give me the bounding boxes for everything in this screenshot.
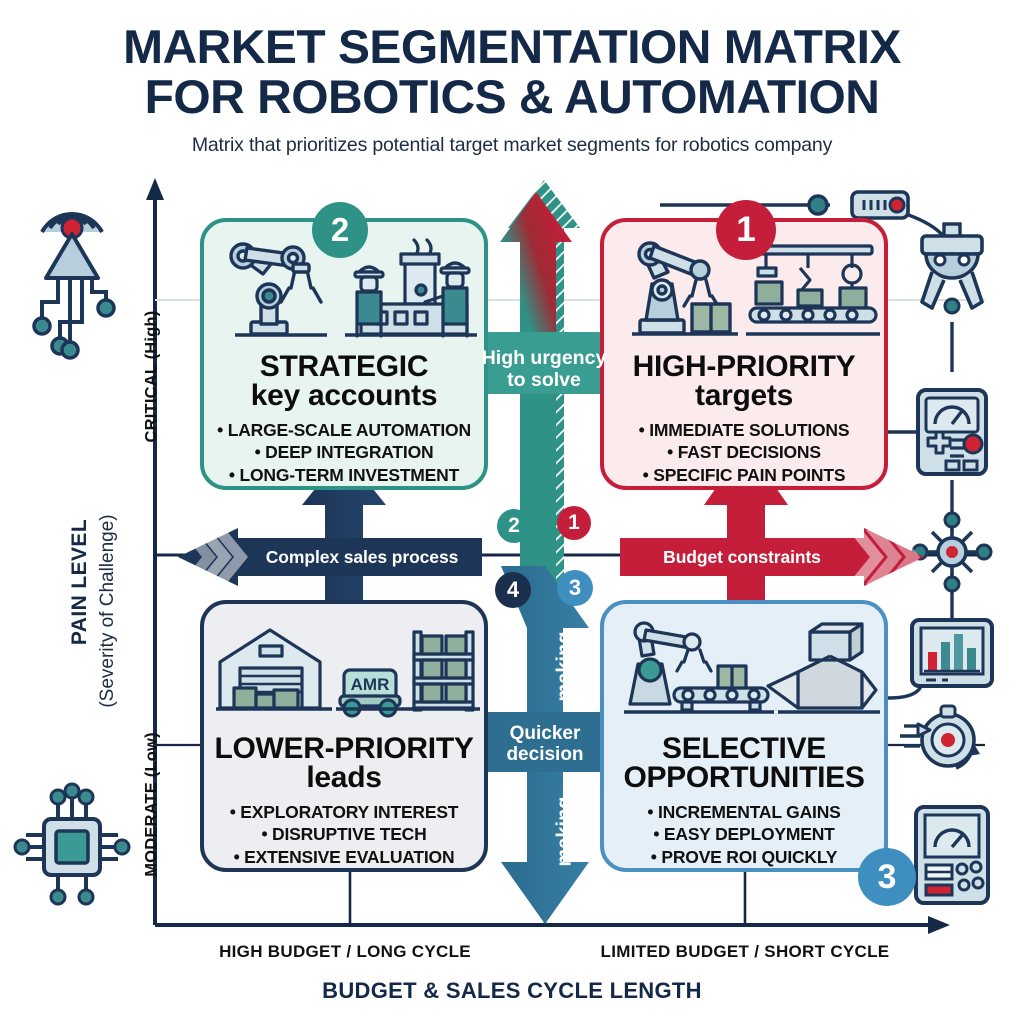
quadrant-title-line1: LOWER-PRIORITY bbox=[214, 732, 474, 766]
quadrant-icons-bottom-left: AMR bbox=[204, 614, 484, 728]
x-axis-title: BUDGET & SALES CYCLE LENGTH bbox=[322, 978, 702, 1003]
center-badge-2: 2 bbox=[497, 509, 531, 543]
handheld-meter-icon bbox=[914, 805, 990, 905]
label-budget-constraints: Budget constraints bbox=[663, 546, 821, 567]
bullet-item: • DEEP INTEGRATION bbox=[254, 442, 434, 463]
quadrant-title-top-right: HIGH-PRIORITY targets bbox=[632, 350, 856, 413]
bullet-item: • EASY DEPLOYMENT bbox=[653, 824, 835, 845]
speed-sensor-icon bbox=[900, 704, 980, 770]
robot-arm-and-factory-icons bbox=[229, 238, 477, 338]
quadrant-card-high-priority-targets[interactable]: HIGH-PRIORITY targets • IMMEDIATE SOLUTI… bbox=[600, 218, 888, 490]
quadrant-title-line1: SELECTIVE bbox=[662, 732, 826, 766]
quadrant-title-line2: key accounts bbox=[250, 379, 438, 413]
bar-chart-monitor-icon bbox=[910, 618, 994, 688]
quadrant-bullets-bottom-left: • EXPLORATORY INTEREST • DISRUPTIVE TECH… bbox=[230, 801, 459, 868]
quadrant-icons-top-left bbox=[204, 232, 484, 346]
label-making-upper: making bbox=[553, 631, 576, 702]
quadrant-title-line2: leads bbox=[306, 761, 382, 795]
x-axis-tick-right: LIMITED BUDGET / SHORT CYCLE bbox=[600, 942, 890, 961]
conveyor-robot-and-open-box-icons bbox=[624, 621, 880, 714]
quadrant-title-line2: targets bbox=[695, 379, 793, 413]
y-axis-title-group: PAIN LEVEL bbox=[68, 432, 92, 732]
badge-quadrant-top-left: 2 bbox=[312, 202, 368, 258]
quadrant-bullets-top-right: • IMMEDIATE SOLUTIONS • FAST DECISIONS •… bbox=[639, 419, 850, 486]
bullet-item: • INCREMENTAL GAINS bbox=[647, 801, 841, 822]
quadrant-title-line2: OPPORTUNITIES bbox=[623, 761, 865, 795]
bullet-item: • IMMEDIATE SOLUTIONS bbox=[638, 419, 850, 440]
antenna-signal-icon bbox=[32, 212, 116, 360]
center-badge-1: 1 bbox=[557, 506, 591, 540]
bullet-item: • EXTENSIVE EVALUATION bbox=[233, 846, 455, 867]
bullet-item: • DISRUPTIVE TECH bbox=[261, 824, 427, 845]
label-making-lower: making bbox=[553, 796, 576, 867]
badge-quadrant-bottom-right-outside: 3 bbox=[858, 848, 916, 906]
quadrant-title-bottom-left: LOWER-PRIORITY leads bbox=[214, 732, 474, 795]
x-axis-tick-left: HIGH BUDGET / LONG CYCLE bbox=[219, 942, 471, 961]
amr-label: AMR bbox=[351, 675, 390, 694]
header: MARKET SEGMENTATION MATRIX FOR ROBOTICS … bbox=[0, 22, 1024, 157]
sensor-module-icon bbox=[850, 190, 910, 220]
y-axis-subtitle: (Severity of Challenge) bbox=[97, 514, 118, 708]
page-subtitle: Matrix that prioritizes potential target… bbox=[191, 134, 833, 156]
network-hub-icon bbox=[911, 511, 993, 593]
quadrant-bullets-top-left: • LARGE-SCALE AUTOMATION • DEEP INTEGRAT… bbox=[217, 419, 471, 486]
quadrant-title-top-left: STRATEGIC key accounts bbox=[250, 350, 438, 413]
quadrant-icons-top-right bbox=[604, 232, 884, 346]
center-badge-3: 3 bbox=[557, 570, 593, 606]
y-axis-subtitle-group: (Severity of Challenge) bbox=[97, 461, 119, 761]
microchip-icon bbox=[13, 782, 131, 906]
bullet-item: • PROVE ROI QUICKLY bbox=[650, 846, 838, 867]
label-quicker-decision: Quicker decision bbox=[506, 723, 584, 766]
gauge-controller-icon bbox=[916, 388, 988, 476]
y-axis-tick-low: MODERATE (Low) bbox=[142, 732, 161, 877]
quadrant-card-lower-priority-leads[interactable]: AMR LOWER-PRIORITY leads • EXPLORATORY I… bbox=[200, 600, 488, 872]
bullet-item: • LARGE-SCALE AUTOMATION bbox=[217, 419, 471, 440]
label-complex-sales-process: Complex sales process bbox=[265, 546, 459, 567]
y-axis-title: PAIN LEVEL bbox=[68, 518, 91, 646]
bullet-item: • LONG-TERM INVESTMENT bbox=[228, 464, 460, 485]
y-axis-tick-high: CRITICAL (High) bbox=[142, 310, 161, 443]
bullet-item: • FAST DECISIONS bbox=[667, 442, 821, 463]
quadrant-title-line1: HIGH-PRIORITY bbox=[632, 350, 856, 384]
robot-gripper-icon bbox=[920, 222, 984, 315]
center-badge-4: 4 bbox=[495, 572, 531, 608]
quadrant-icons-bottom-right bbox=[604, 614, 884, 728]
quadrant-card-strategic-key-accounts[interactable]: STRATEGIC key accounts • LARGE-SCALE AUT… bbox=[200, 218, 488, 490]
quadrant-card-selective-opportunities[interactable]: SELECTIVE OPPORTUNITIES • INCREMENTAL GA… bbox=[600, 600, 888, 872]
page-title-line1: MARKET SEGMENTATION MATRIX bbox=[123, 20, 901, 73]
warehouse-amr-rack-icons: AMR bbox=[216, 628, 480, 718]
page-title-line2: FOR ROBOTICS & AUTOMATION bbox=[144, 70, 880, 123]
horizontal-urgency-arrow bbox=[442, 312, 646, 414]
bullet-item: • EXPLORATORY INTEREST bbox=[229, 801, 459, 822]
quadrant-title-line1: STRATEGIC bbox=[259, 350, 429, 384]
quicker-decision-arrow bbox=[443, 566, 647, 924]
bullet-item: • SPECIFIC PAIN POINTS bbox=[642, 464, 846, 485]
complex-sales-arrow bbox=[178, 453, 482, 666]
quadrant-title-bottom-right: SELECTIVE OPPORTUNITIES bbox=[623, 732, 865, 795]
badge-quadrant-top-right: 1 bbox=[716, 200, 776, 260]
robot-arm-and-gantry-icons bbox=[632, 241, 880, 336]
label-high-urgency: High urgency to solve bbox=[481, 347, 607, 391]
quadrant-bullets-bottom-right: • INCREMENTAL GAINS • EASY DEPLOYMENT • … bbox=[647, 801, 840, 868]
